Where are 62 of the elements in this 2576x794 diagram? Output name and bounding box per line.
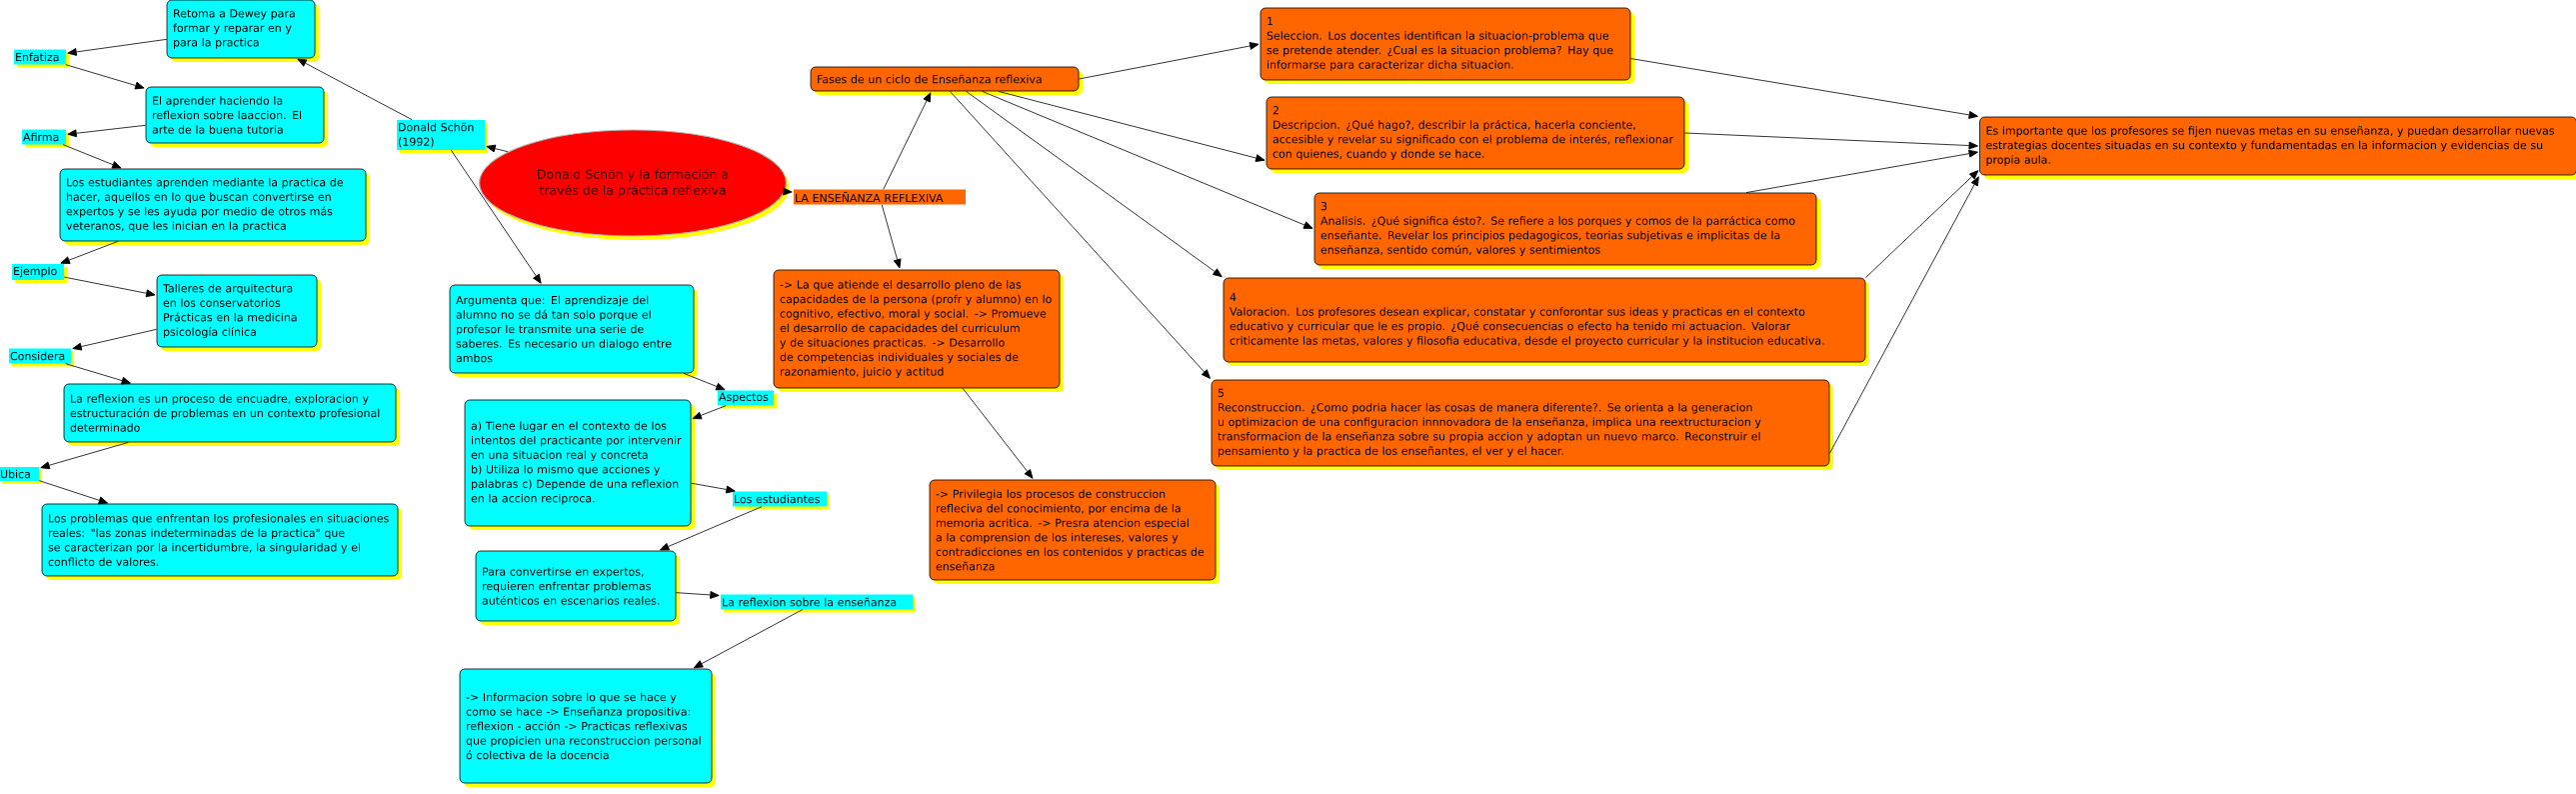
concept-box: a) Tiene lugar en el contexto de los intentos del practicante por intervenir en una situacion real y concreta b) Utiliza lo mismo que acciones y palabras c) Depende de una reflexion en la accion reciproca.	[464, 399, 695, 530]
concept-box: Fases de un ciclo de Enseñanza reflexiva	[810, 66, 1083, 95]
concept-box: 5 Reconstruccion. ¿Como podria hacer las cosas de manera diferente?. Se orienta a la generacion u optimizacion de una configuracion innnovadora de la enseñanza, implica una reextructuracion y transformacion de la enseñanza sobre su propia accion y adoptan un nuevo marco. Reconstruir el pensamiento y la practica de los enseñantes, el ver y el hacer.	[1211, 379, 1833, 470]
arrow	[60, 241, 119, 264]
arrow	[72, 328, 157, 351]
linking-phrase: Donald Schön (1992)	[397, 120, 488, 153]
arrow	[1829, 176, 1979, 454]
linking-phrase: Considera	[9, 348, 74, 367]
arrow	[297, 58, 413, 121]
concept-box: 1 Seleccion. Los docentes identifican la situacion-problema que se pretende atender. ¿Cual es la situacion problema? Hay que informarse para caracterizar dicha situacion.	[1260, 7, 1634, 84]
arrow	[982, 91, 1313, 229]
arrow	[691, 482, 736, 494]
linking-phrase: Aspectos	[718, 390, 777, 409]
arrow	[966, 91, 1223, 278]
concept-box: La reflexion es un proceso de encuadre, exploracion y estructuración de problemas en un contexto profesional determinado	[63, 383, 401, 446]
concept-box: Talleres de arquitectura en los conservatorios Prácticas en la medicina psicología clínica	[156, 274, 321, 351]
arrow	[67, 124, 146, 138]
linking-phrase: Los estudiantes	[733, 491, 830, 510]
concept-box: 4 Valoracion. Los profesores desean explicar, constatar y conforontar sus ideas y practicas en el contexto educativo y curricular que le es propio. ¿Qué consecuencias o efecto ha tenido mi actuacion. Valorar criticamente las metas, valores y filosofia educativa, desde el proyecto curricular y la institucion educativa.	[1223, 277, 1869, 366]
arrow	[1745, 149, 1978, 193]
concept-box: 3 Analisis. ¿Qué significa ésto?. Se refiere a los porques y comos de la parráctica como enseñante. Revelar los principios pedagogicos, teorias subjetivas e implicitas de la enseñanza, sentido común, valores y sentimientos	[1313, 192, 1820, 269]
linking-phrase: LA ENSEÑANZA REFLEXIVA	[794, 189, 966, 205]
concept-box: -> La que atiende el desarrollo pleno de las capacidades de la persona (profr y alumno) en lo cognitivo, efectivo, moral y social. -> Promueve el desarrollo de capacidades del curriculum y de situaciones practicas. -> Desarrollo de competencias individuales y sociales de razonamiento, juicio y actitud	[773, 269, 1064, 392]
arrow	[881, 204, 902, 269]
arrow	[65, 363, 131, 385]
concept-box: El aprender haciendo la reflexion sobre laaccion. El arte de la buena tutoria	[145, 86, 328, 147]
arrow	[450, 149, 542, 284]
arrow	[683, 373, 726, 391]
arrow	[1684, 132, 1978, 150]
arrow	[950, 91, 1211, 379]
linking-phrase: La reflexion sobre la enseñanza	[721, 594, 916, 613]
concept-box: -> Informacion sobre lo que se hace y como se hace -> Enseñanza propositiva: reflexion - acción -> Practicas reflexivas que propicien una reconstruccion personal ó colectiva de la docencia	[459, 668, 716, 787]
concept-box: Los estudiantes aprenden mediante la practica de hacer, aquellos en lo que buscan convertirse en expertos y se les ayuda por medio de otros más veteranos, que les inician en la practica	[59, 168, 371, 245]
arrow	[40, 442, 129, 470]
arrow	[693, 609, 804, 669]
concept-box: Es importante que los profesores se fijen nuevas metas en su enseñanza, y puedan desarrollar nuevas estrategias docentes situadas en su contexto y fundamentadas en la informacion y evidencias de su propia aula.	[1979, 116, 2576, 179]
arrow	[67, 38, 167, 56]
arrow	[65, 64, 145, 90]
arrow	[660, 506, 763, 551]
arrow	[998, 91, 1266, 162]
concept-box: -> Privilegia los procesos de construccion refleciva del conocimiento, por encima de la memoria acritica. -> Presra atencion especial a la comprension de los intereses, valores y contradicciones en los contenidos y practicas de enseñanza	[929, 479, 1220, 584]
concept-box: 2 Descripcion. ¿Qué hago?, describir la práctica, hacerla conciente, accesible y revelar su significado con el problema de interés, reflexionar con quienes, cuando y donde se hace.	[1266, 96, 1688, 173]
arrow	[783, 187, 793, 196]
linking-phrase: Ubica	[0, 467, 42, 484]
concept-box: Los problemas que enfrentan los profesionales en situaciones reales: "las zonas indeterminadas de la practica" que se caracterizan por la incertidumbre, la singularidad y el conflicto de valores.	[41, 503, 403, 580]
arrow	[1079, 42, 1260, 80]
arrow	[692, 405, 727, 420]
linking-phrase: Afirma	[22, 129, 69, 148]
arrow	[486, 144, 509, 153]
concept-box: Retoma a Dewey para formar y reparar en y para la practica	[166, 0, 319, 62]
linking-phrase: Ejemplo	[12, 264, 67, 283]
concept-box: Argumenta que: El aprendizaje del alumno no se dá tan solo porque el profesor le transmite una serie de saberes. Es necesario un dialogo entre ambos	[449, 284, 698, 377]
arrow	[38, 480, 109, 505]
arrow	[962, 388, 1034, 479]
arrow	[676, 591, 720, 599]
concept-box: Para convertirse en expertos, requieren enfrentar problemas auténticos en escenarios reales.	[475, 550, 680, 625]
arrow	[883, 92, 932, 190]
linking-phrase: Enfatiza	[14, 49, 69, 68]
arrow	[1630, 58, 1978, 119]
arrow	[63, 276, 156, 298]
arrow	[62, 144, 122, 169]
arrow	[1865, 170, 1979, 278]
